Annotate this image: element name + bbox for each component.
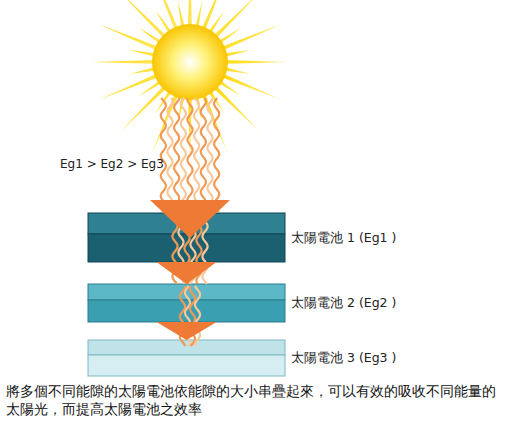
- light-wave: [161, 98, 166, 212]
- light-wave: [190, 286, 195, 346]
- sun-ray: [121, 82, 171, 132]
- cell-layer: [88, 213, 285, 234]
- caption: 將多個不同能隙的太陽電池依能隙的大小串疊起來，可以有效的吸收不同能量的太陽光，而…: [6, 382, 508, 418]
- cell-layer: [88, 234, 285, 262]
- sun-ray: [138, 77, 166, 97]
- solar-cell: 太陽電池 1 (Eg1 ): [88, 213, 285, 262]
- sun-ray: [214, 28, 242, 48]
- cell-label: 太陽電池 2 (Eg2 ): [291, 295, 396, 312]
- light-wave: [185, 286, 190, 346]
- sun-ray: [99, 72, 163, 100]
- light-arrow: [157, 262, 217, 284]
- light-wave: [181, 98, 186, 212]
- light-arrow: [157, 322, 217, 340]
- sun-ray: [194, 1, 202, 33]
- solar-cell: 太陽電池 2 (Eg2 ): [88, 284, 285, 322]
- sun-ray: [99, 24, 163, 52]
- light-wave: [214, 98, 219, 212]
- sun-ray: [219, 66, 251, 74]
- sun-ray: [205, 86, 225, 114]
- light-waves: [161, 98, 220, 346]
- sun-rays: [92, 0, 288, 160]
- sun-ray: [156, 86, 176, 114]
- light-wave: [184, 212, 189, 284]
- sun-ray: [152, 89, 180, 153]
- light-wave: [178, 212, 184, 284]
- sun-ray: [210, 82, 260, 132]
- sun-ray: [217, 24, 281, 52]
- light-wave: [174, 98, 180, 212]
- cell-layer: [88, 300, 285, 322]
- light-wave: [207, 98, 213, 212]
- bandgap-order: Eg1 > Eg2 > Eg3: [60, 157, 164, 171]
- sun-ray: [188, 0, 192, 32]
- sun-ray: [200, 0, 228, 35]
- sun-ray: [214, 77, 242, 97]
- sun-ray: [178, 1, 186, 33]
- light-wave: [194, 98, 199, 212]
- sun: [152, 24, 228, 100]
- cell-layer: [88, 340, 285, 355]
- sun-ray: [152, 0, 180, 35]
- light-wave: [187, 98, 192, 212]
- sun-ray: [156, 10, 176, 38]
- solar-cell: 太陽電池 3 (Eg3 ): [88, 340, 285, 376]
- cell-layer: [88, 355, 285, 376]
- light-wave: [167, 98, 173, 212]
- sun-ray: [210, 0, 260, 42]
- sun-ray: [194, 91, 202, 123]
- sun-ray: [188, 92, 192, 160]
- light-wave: [180, 286, 186, 346]
- sun-ray: [217, 72, 281, 100]
- sun-ray: [129, 50, 161, 58]
- sun-ray: [129, 66, 161, 74]
- light-wave: [200, 98, 206, 212]
- sun-ray: [220, 60, 288, 64]
- sun-ray: [200, 89, 228, 153]
- sun-ray: [178, 91, 186, 123]
- light-wave: [196, 212, 201, 284]
- sun-ray: [205, 10, 225, 38]
- light-wave: [202, 212, 207, 284]
- cell-label: 太陽電池 3 (Eg3 ): [291, 350, 396, 367]
- light-wave: [195, 286, 200, 346]
- cell-label: 太陽電池 1 (Eg1 ): [291, 229, 396, 246]
- cell-bands: [88, 213, 285, 376]
- light-wave: [172, 212, 177, 284]
- light-wave: [190, 212, 196, 284]
- sun-ray: [138, 28, 166, 48]
- sun-ray: [219, 50, 251, 58]
- sun-ray: [92, 60, 160, 64]
- incoming-arrow: [150, 200, 230, 238]
- cell-layer: [88, 284, 285, 300]
- sun-ray: [121, 0, 171, 42]
